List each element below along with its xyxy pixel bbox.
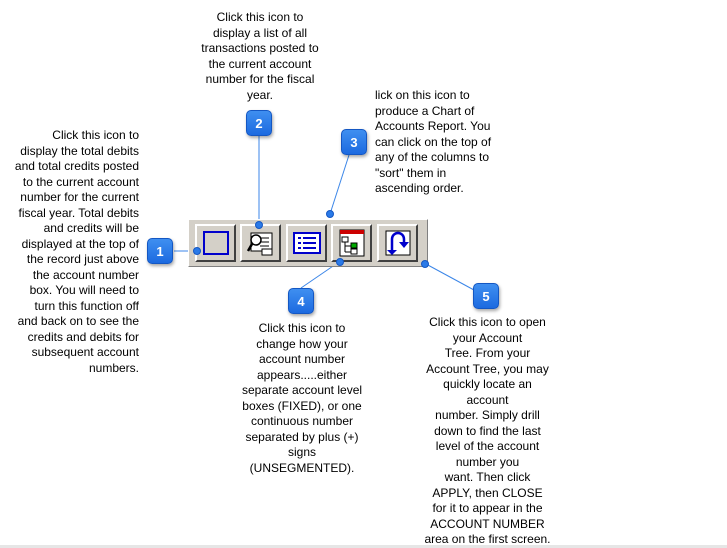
toolbar <box>188 219 428 267</box>
debit-credit-totals-button[interactable] <box>195 224 236 262</box>
bottom-divider <box>0 545 727 548</box>
debit-credit-totals-icon <box>202 231 229 255</box>
transactions-list-icon <box>246 232 272 256</box>
annotation-debit-credit-totals: Click this icon to display the total deb… <box>14 128 139 375</box>
callout-badge-2: 2 <box>246 110 272 136</box>
annotation-account-tree: Click this icon to open your Account Tre… <box>424 315 551 546</box>
annotation-chart-of-accounts: lick on this icon to produce a Chart of … <box>375 88 492 195</box>
leader-dot-4 <box>336 258 344 266</box>
leader-dot-5 <box>421 260 429 268</box>
chart-of-accounts-report-button[interactable] <box>286 224 327 262</box>
callout-badge-5: 5 <box>473 283 499 309</box>
annotation-transactions-list: Click this icon to display a list of all… <box>201 10 319 102</box>
account-tree-button[interactable] <box>377 224 418 262</box>
leader-line-3 <box>329 154 350 215</box>
leader-dot-1 <box>193 247 201 255</box>
leader-line-5 <box>425 263 475 291</box>
account-tree-icon <box>385 230 410 256</box>
callout-badge-4: 4 <box>288 288 314 314</box>
account-number-format-icon <box>339 229 364 257</box>
annotation-account-number-format: Click this icon to change how your accou… <box>241 321 363 475</box>
chart-of-accounts-report-icon <box>292 232 321 254</box>
callout-badge-3: 3 <box>341 129 367 155</box>
callout-badge-1: 1 <box>147 238 173 264</box>
account-number-format-button[interactable] <box>331 224 372 262</box>
transactions-list-button[interactable] <box>240 224 281 262</box>
leader-dot-3 <box>326 210 334 218</box>
leader-dot-2 <box>255 221 263 229</box>
